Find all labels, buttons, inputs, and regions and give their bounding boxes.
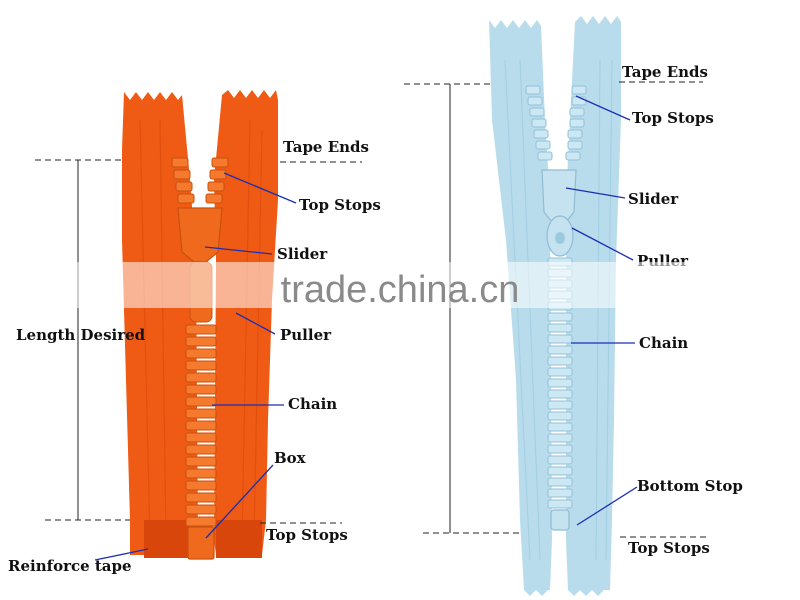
blue-leaders xyxy=(565,95,638,526)
blue-tape-shading xyxy=(504,59,613,561)
blue-label-tape-ends: Tape Ends xyxy=(622,63,708,81)
blue-label-top-stops-upper: Top Stops xyxy=(632,109,714,127)
watermark-band: trade.china.cn xyxy=(0,262,800,311)
blue-puller-hole xyxy=(555,232,565,244)
orange-label-slider: Slider xyxy=(277,245,328,263)
blue-slider xyxy=(541,169,577,223)
orange-tape-shading xyxy=(139,119,263,541)
orange-upper-teeth xyxy=(171,157,229,204)
blue-label-chain: Chain xyxy=(639,334,688,352)
blue-dimension xyxy=(404,81,706,538)
orange-dimension xyxy=(35,159,362,524)
orange-reinforce-tape-right xyxy=(216,520,262,558)
blue-label-slider: Slider xyxy=(628,190,679,208)
watermark-text: trade.china.cn xyxy=(281,269,520,311)
orange-label-reinforce-tape: Reinforce tape xyxy=(8,557,132,575)
orange-reinforce-tape-left xyxy=(144,520,194,558)
orange-label-top-stops-upper: Top Stops xyxy=(299,196,381,214)
orange-chain xyxy=(185,324,217,527)
blue-upper-teeth xyxy=(525,85,587,161)
orange-zipper: Tape Ends Top Stops Slider Length Desire… xyxy=(8,90,381,575)
blue-bottom-zigzag xyxy=(524,590,610,596)
orange-leaders xyxy=(94,172,297,561)
orange-label-tape-ends: Tape Ends xyxy=(283,138,369,156)
blue-bottom-stop xyxy=(550,509,570,531)
orange-label-length-desired: Length Desired xyxy=(16,326,146,344)
orange-label-top-stops-lower: Top Stops xyxy=(266,526,348,544)
orange-slider xyxy=(177,207,223,263)
blue-label-bottom-stop: Bottom Stop xyxy=(637,477,743,495)
orange-label-puller: Puller xyxy=(280,326,332,344)
orange-label-chain: Chain xyxy=(288,395,337,413)
orange-box xyxy=(187,526,215,560)
blue-label-top-stops-lower: Top Stops xyxy=(628,539,710,557)
orange-label-box: Box xyxy=(274,449,307,467)
